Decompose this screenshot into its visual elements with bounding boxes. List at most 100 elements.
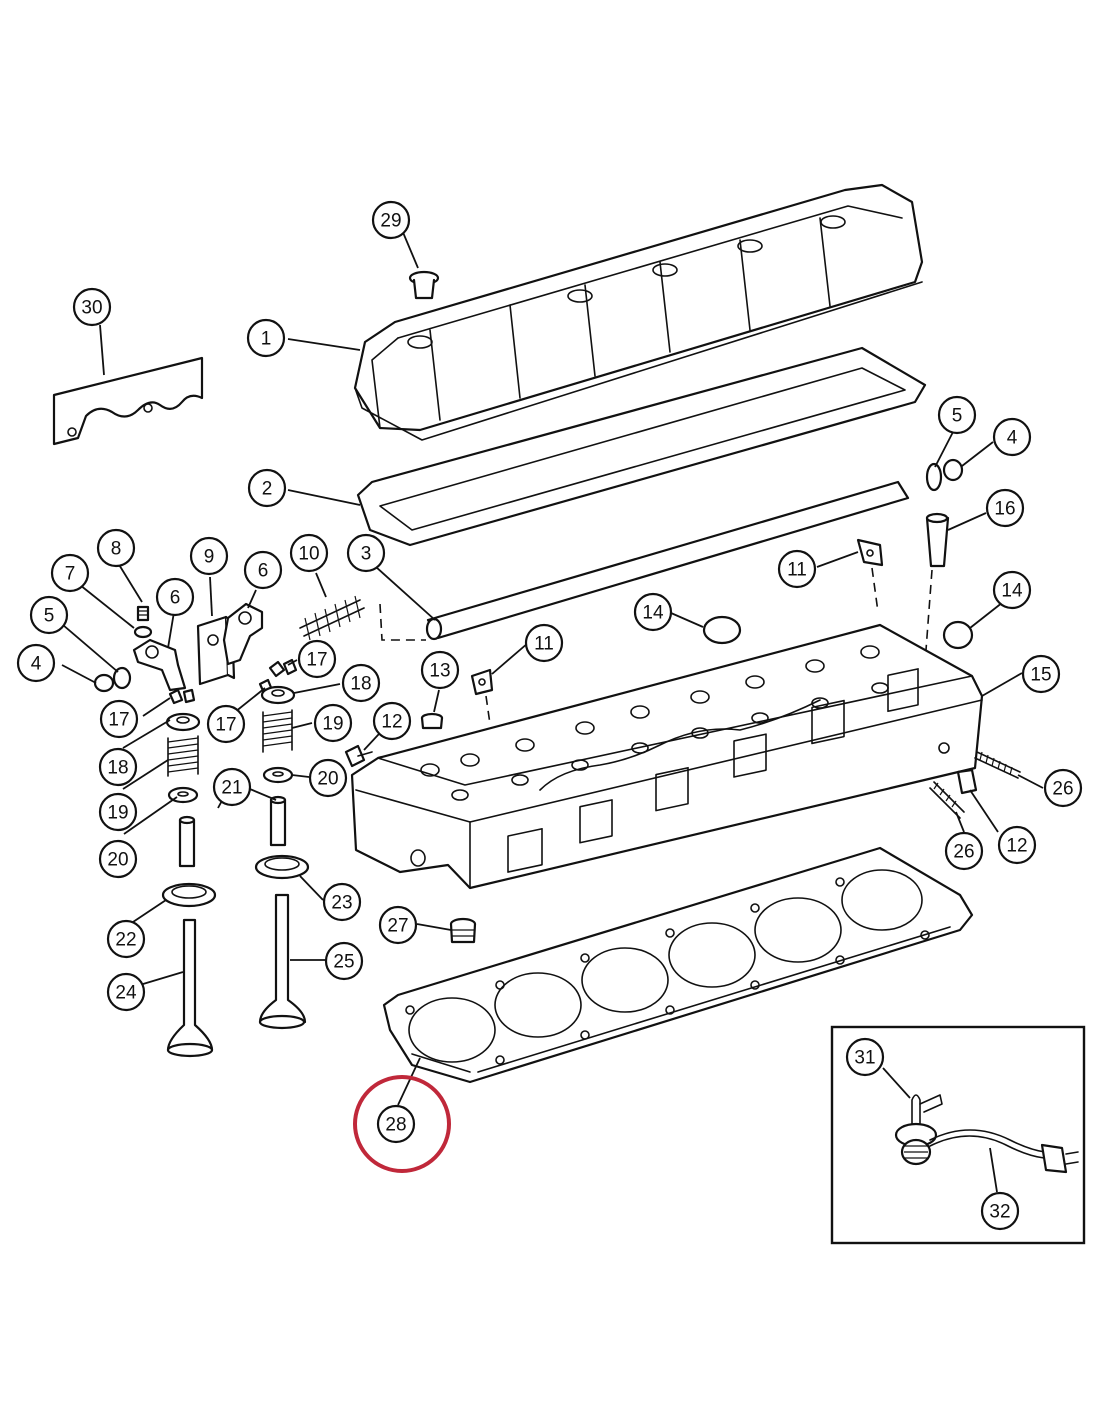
callout-20-left: 20 (98, 839, 138, 879)
part-17-keeper-left (168, 688, 196, 705)
part-20-spring-seat-right (262, 766, 294, 784)
part-28-head-gasket (382, 846, 974, 1084)
callout-13: 13 (420, 650, 460, 690)
callout-5-upper: 5 (937, 395, 977, 435)
callout-26-right: 26 (1043, 768, 1083, 808)
callout-24: 24 (106, 972, 146, 1012)
svg-text:30: 30 (81, 298, 102, 319)
callout-32: 32 (980, 1191, 1020, 1231)
svg-text:17: 17 (215, 715, 236, 736)
svg-text:28: 28 (385, 1115, 406, 1136)
svg-text:14: 14 (1001, 581, 1023, 602)
callout-6-right: 6 (243, 550, 283, 590)
svg-text:5: 5 (952, 406, 963, 427)
svg-text:19: 19 (107, 803, 128, 824)
callout-11-lower: 11 (524, 623, 564, 663)
callout-11-upper: 11 (777, 549, 817, 589)
callout-18-left: 18 (98, 747, 138, 787)
callout-4-left: 4 (16, 643, 56, 683)
svg-text:25: 25 (333, 952, 354, 973)
svg-text:17: 17 (306, 650, 327, 671)
part-4-plug-left (93, 673, 115, 693)
svg-text:26: 26 (953, 842, 974, 863)
part-31-block-heater (894, 1094, 943, 1166)
part-14-core-plug-center (702, 615, 742, 645)
svg-text:10: 10 (298, 544, 319, 565)
svg-text:8: 8 (111, 539, 122, 560)
callout-3: 3 (346, 533, 386, 573)
svg-text:26: 26 (1052, 779, 1073, 800)
callout-4-upper: 4 (992, 417, 1032, 457)
svg-text:17: 17 (108, 710, 129, 731)
part-4-plug-right (942, 458, 964, 482)
svg-text:12: 12 (381, 712, 402, 733)
callout-17-mid: 17 (206, 704, 246, 744)
callout-29: 29 (371, 200, 411, 240)
part-6-rocker-arm-left (132, 638, 187, 692)
part-32-power-cord (929, 1129, 1079, 1174)
callout-8: 8 (96, 528, 136, 568)
part-25-valve-right (258, 893, 307, 1030)
svg-text:24: 24 (115, 983, 137, 1004)
svg-text:22: 22 (115, 930, 136, 951)
part-7-lock-nut (133, 625, 153, 639)
part-24-valve-left (166, 918, 214, 1058)
svg-text:21: 21 (221, 778, 242, 799)
part-12-fitting-left (344, 744, 373, 768)
svg-text:29: 29 (380, 211, 401, 232)
part-18-retainer-left (165, 712, 201, 732)
callout-31: 31 (845, 1037, 885, 1077)
callout-12-right: 12 (997, 825, 1037, 865)
part-13-plug (420, 712, 444, 730)
callout-2: 2 (247, 468, 287, 508)
part-5-seal-ring-right (925, 462, 943, 492)
callout-26-lower: 26 (944, 831, 984, 871)
callout-14-right: 14 (992, 570, 1032, 610)
svg-text:5: 5 (44, 606, 55, 627)
part-30-cover-plate (52, 356, 204, 446)
callout-21: 21 (212, 767, 252, 807)
svg-text:12: 12 (1006, 836, 1027, 857)
part-27-plug (449, 917, 477, 944)
part-11-bracket-upper (856, 538, 884, 613)
svg-text:31: 31 (854, 1048, 875, 1069)
callout-18-right: 18 (341, 663, 381, 703)
callout-22: 22 (106, 919, 146, 959)
part-5-seal-ring-left (112, 666, 132, 690)
callout-1: 1 (246, 318, 286, 358)
svg-text:11: 11 (787, 560, 807, 581)
callout-7: 7 (50, 553, 90, 593)
svg-text:4: 4 (1007, 428, 1018, 449)
leader-lines (61, 229, 1044, 1193)
callout-25: 25 (324, 941, 364, 981)
part-22-valve-seat-left (161, 882, 217, 908)
part-18-retainer-right (260, 685, 296, 705)
svg-text:4: 4 (31, 654, 42, 675)
svg-text:11: 11 (534, 634, 554, 655)
callout-16: 16 (985, 488, 1025, 528)
callout-30: 30 (72, 287, 112, 327)
svg-text:1: 1 (261, 329, 272, 350)
part-6-rocker-arm-right (222, 602, 264, 666)
svg-text:19: 19 (322, 714, 343, 735)
callout-9: 9 (189, 536, 229, 576)
callout-17-top: 17 (297, 639, 337, 679)
callout-27: 27 (378, 905, 418, 945)
svg-text:18: 18 (350, 674, 371, 695)
part-15-cylinder-head (350, 623, 984, 890)
part-14-core-plug-right (942, 620, 974, 650)
svg-text:6: 6 (258, 561, 269, 582)
part-1-valve-cover (353, 183, 924, 441)
callout-23: 23 (322, 882, 362, 922)
highlight-ring-28 (353, 1075, 451, 1173)
callout-6-left: 6 (155, 577, 195, 617)
callout-5-left: 5 (29, 595, 69, 635)
svg-text:3: 3 (361, 544, 372, 565)
part-8-adjusting-screw (136, 605, 150, 622)
part-10-spring (299, 595, 365, 641)
callout-19-left: 19 (98, 792, 138, 832)
inset-heater-assembly (830, 1025, 1086, 1245)
part-16-stud (925, 512, 950, 651)
part-12-fitting-right (956, 768, 978, 795)
